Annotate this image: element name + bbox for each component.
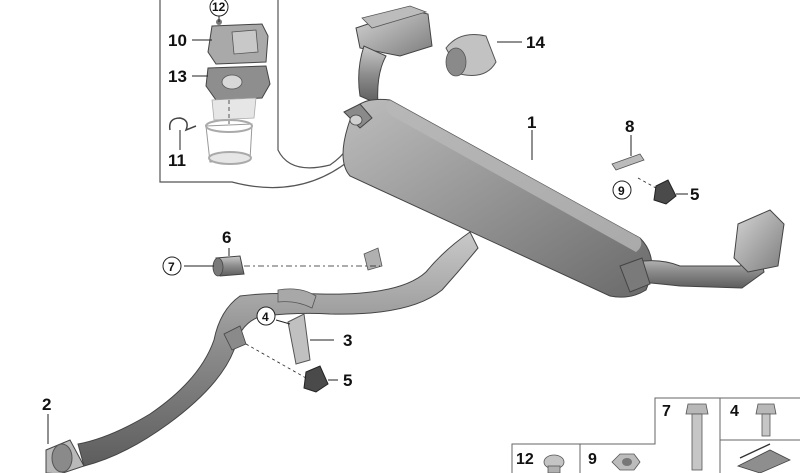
callout-1: 1 xyxy=(527,113,536,132)
parts-table-12: 12 xyxy=(516,451,534,468)
nut-9-icon xyxy=(611,453,641,471)
parts-table-4: 4 xyxy=(730,403,739,420)
callout-12: 12 xyxy=(212,0,226,14)
callout-5-lower: 5 xyxy=(343,371,352,390)
bolt-4-icon xyxy=(755,403,777,437)
callout-3: 3 xyxy=(343,331,352,350)
parts-table-7: 7 xyxy=(662,403,671,420)
parts-table-9: 9 xyxy=(588,451,597,468)
intermediate-pipe xyxy=(45,231,479,473)
actuator-assembly xyxy=(168,19,271,165)
plate-icon xyxy=(736,443,791,473)
exhaust-tip-top xyxy=(355,5,522,105)
rear-muffler xyxy=(342,98,653,298)
rubber-mount-5-lower xyxy=(245,343,338,393)
callout-6: 6 xyxy=(222,228,231,247)
callout-4-circle xyxy=(256,306,276,326)
bracket-8 xyxy=(611,135,645,171)
callout-2: 2 xyxy=(42,395,51,414)
callout-13: 13 xyxy=(168,67,187,86)
callout-14: 14 xyxy=(526,33,545,52)
exhaust-tip-right xyxy=(619,209,785,293)
callout-7: 7 xyxy=(168,260,175,274)
callout-5-right: 5 xyxy=(690,185,699,204)
callout-9-circle xyxy=(612,180,632,200)
bracket-3 xyxy=(275,313,334,365)
parts-table xyxy=(511,397,800,473)
callout-12-circle xyxy=(209,0,229,17)
callout-8: 8 xyxy=(625,117,634,136)
callout-11: 11 xyxy=(168,151,186,170)
bolt-7-icon xyxy=(685,403,709,471)
callout-7-circle xyxy=(162,256,182,276)
sleeve-6 xyxy=(184,248,380,277)
callout-9: 9 xyxy=(618,184,625,198)
bolt-12-icon xyxy=(543,454,565,473)
callout-4: 4 xyxy=(262,310,269,324)
callout-10: 10 xyxy=(168,31,187,50)
rubber-mount-5-right xyxy=(637,177,688,205)
